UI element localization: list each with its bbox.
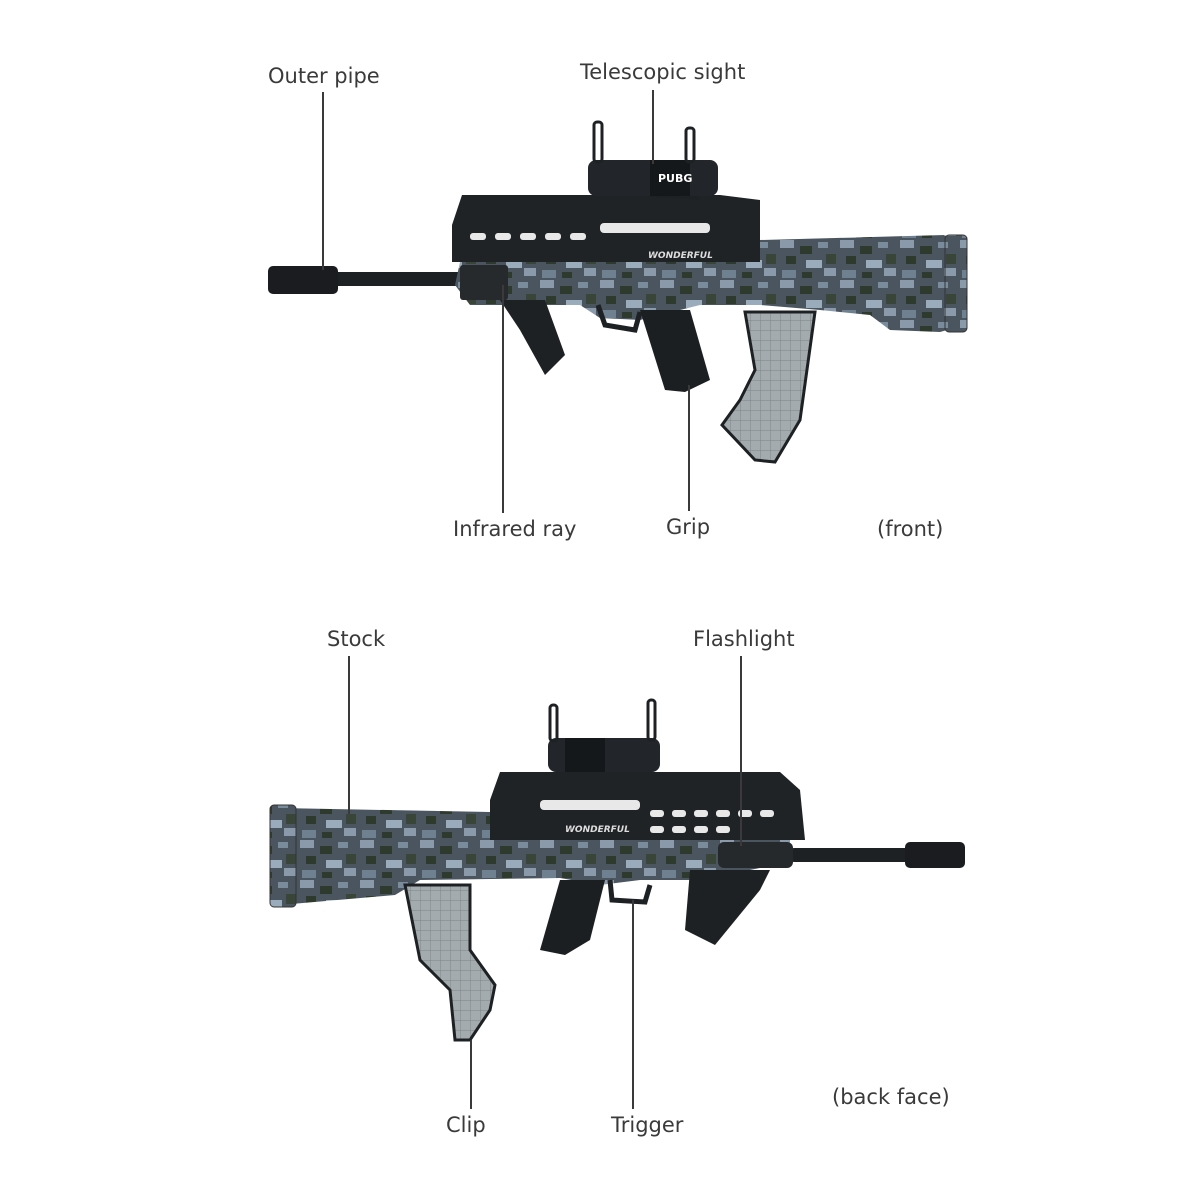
leader-trigger: [632, 900, 634, 1109]
front-pistol-grip: [640, 310, 710, 392]
front-trigger-guard: [595, 304, 643, 333]
back-rifle: WONDERFUL: [269, 698, 965, 1042]
back-flashlight: [718, 842, 793, 868]
leader-telescopic-sight: [652, 90, 654, 164]
leader-grip: [688, 385, 690, 511]
front-muzzle: [268, 266, 338, 294]
back-muzzle: [905, 842, 965, 868]
front-rifle: WONDERFUL PUBG: [268, 120, 968, 464]
leader-clip: [470, 1040, 472, 1109]
label-trigger: Trigger: [611, 1113, 684, 1137]
front-telescopic-sight: PUBG: [588, 120, 718, 196]
back-trigger-guard: [607, 879, 653, 905]
front-magazine: [720, 310, 817, 464]
back-magazine: [403, 883, 497, 1042]
leader-stock: [348, 656, 350, 814]
caption-front: (front): [877, 517, 944, 541]
back-stock: [269, 804, 297, 908]
label-grip: Grip: [666, 515, 711, 539]
front-butt-plate: [944, 234, 968, 333]
front-foregrip: [500, 300, 565, 375]
label-telescopic-sight: Telescopic sight: [580, 60, 746, 84]
front-sight-marking: PUBG: [658, 172, 692, 185]
back-pistol-grip: [540, 880, 605, 955]
caption-back-face: (back face): [832, 1085, 950, 1109]
leader-flashlight: [740, 656, 742, 846]
label-outer-pipe: Outer pipe: [268, 64, 380, 88]
front-infrared-module: [460, 265, 508, 300]
leader-outer-pipe: [322, 92, 324, 270]
back-receiver: [280, 808, 790, 905]
back-foregrip: [685, 870, 770, 945]
back-handguard: [490, 772, 805, 840]
label-clip: Clip: [446, 1113, 486, 1137]
leader-infrared-ray: [502, 285, 504, 513]
label-stock: Stock: [327, 627, 386, 651]
label-infrared-ray: Infrared ray: [453, 517, 577, 541]
back-telescopic-sight: [548, 698, 660, 772]
label-flashlight: Flashlight: [693, 627, 795, 651]
back-brand-marking: WONDERFUL: [565, 825, 630, 835]
front-receiver: [455, 235, 965, 332]
front-brand-marking: WONDERFUL: [648, 251, 713, 261]
